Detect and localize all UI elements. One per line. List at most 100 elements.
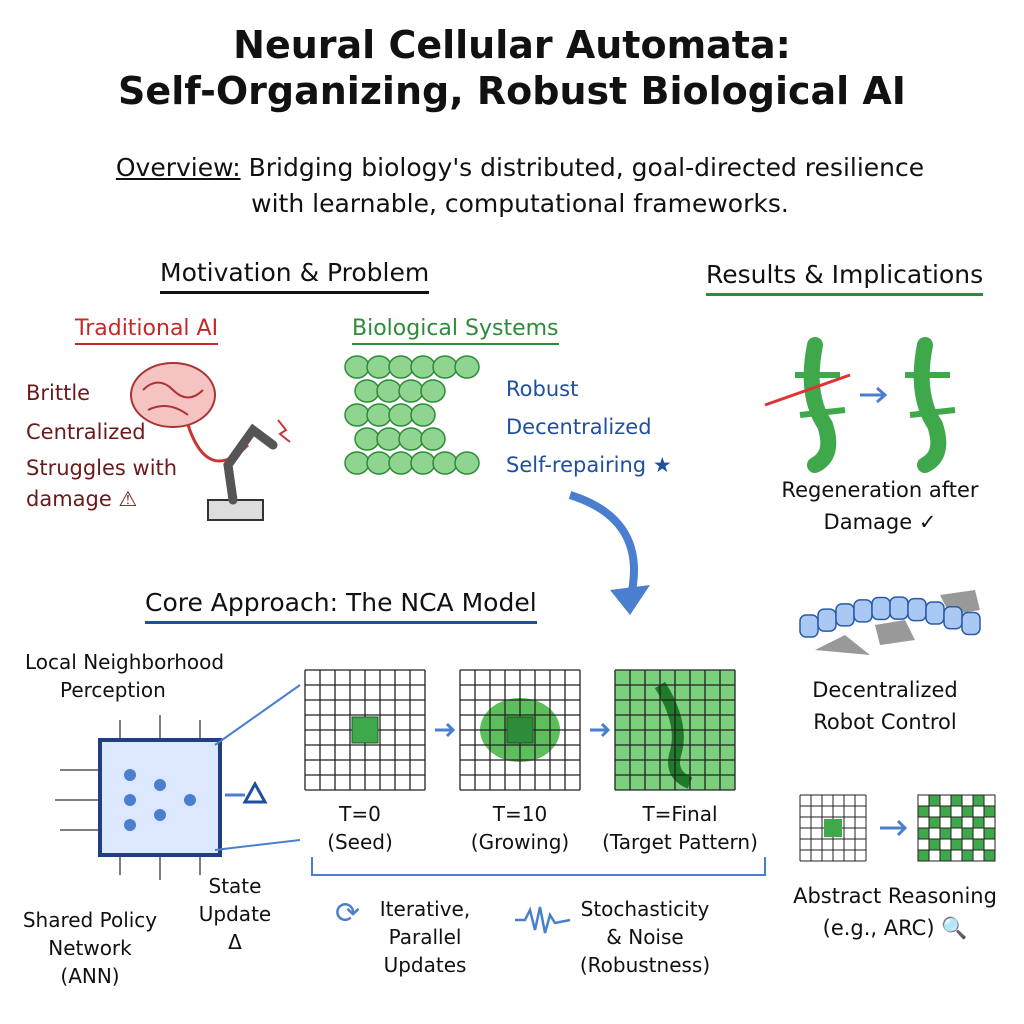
overview: Overview: Bridging biology's distributed… (115, 153, 925, 218)
arc-output-cell (972, 827, 985, 840)
arc-output-cell (928, 838, 941, 851)
robot-segment (889, 596, 909, 620)
arc-output-cell (983, 849, 996, 862)
robot-segment (907, 597, 927, 622)
robot-control-label: Decentralized Robot Control (812, 678, 958, 734)
arc-output-cell (928, 805, 941, 818)
arc-output-cell (972, 805, 985, 818)
overview-label: Overview: (115, 153, 241, 182)
cell (398, 379, 424, 403)
arc-output-cell (928, 816, 941, 829)
arc-output-cell (939, 849, 952, 862)
robot-segment (961, 611, 981, 636)
traditional-ai-list: Brittle Centralized Struggles with damag… (26, 381, 178, 511)
cell (376, 379, 402, 403)
cell (354, 379, 380, 403)
arc-output-cell (939, 794, 952, 807)
cell (398, 427, 424, 451)
arc-output-cell (972, 849, 985, 862)
cell (410, 355, 436, 379)
arc-output-cell (983, 838, 996, 851)
biological-systems-list: Robust Decentralized Self-repairing ★ (506, 377, 672, 477)
cell (366, 355, 392, 379)
step-t10: T=10(Growing) (470, 802, 570, 854)
biological-systems-title: Biological Systems (352, 316, 559, 345)
cell (344, 451, 370, 475)
perception-label: Local Neighborhood Perception (25, 650, 225, 702)
cell (420, 379, 446, 403)
arc-output-cell (917, 838, 930, 851)
arc-output-cell (917, 827, 930, 840)
curved-arrow-icon (568, 491, 650, 615)
robot-segment (871, 596, 891, 621)
arc-output-cell (961, 816, 974, 829)
arc-output-cell (983, 794, 996, 807)
cell (366, 451, 392, 475)
arc-output-cell (972, 816, 985, 829)
step-tfinal: T=Final(Target Pattern) (602, 802, 758, 854)
nca-timeline-grids (304, 669, 736, 791)
arc-output-cell (972, 838, 985, 851)
cell (344, 355, 370, 379)
arc-output-cell (917, 849, 930, 862)
arc-output-cell (950, 816, 963, 829)
arc-output-cell (983, 827, 996, 840)
arc-output-cell (983, 805, 996, 818)
arc-output-cell (950, 794, 963, 807)
cell (432, 355, 458, 379)
iterative-label: Iterative, Parallel Updates (379, 897, 471, 977)
arc-output-cell (928, 794, 941, 807)
robot-segment (925, 601, 945, 625)
page-title: Neural Cellular Automata: Self-Organizin… (118, 23, 906, 113)
step-arrow (435, 722, 456, 738)
cell-cluster-icon (344, 355, 480, 475)
robot-segment (817, 608, 837, 632)
arc-output-cell (950, 849, 963, 862)
cell (432, 451, 458, 475)
stochasticity-label: Stochasticity & Noise (Robustness) (579, 897, 711, 977)
arc-output-cell (939, 805, 952, 818)
arc-output-cell (950, 805, 963, 818)
arc-output-cell (972, 794, 985, 807)
arc-output-cell (950, 827, 963, 840)
cell (420, 427, 446, 451)
rock (815, 635, 870, 655)
arc-output-cell (917, 816, 930, 829)
modular-robot-icon (799, 590, 981, 655)
cell (454, 451, 480, 475)
arc-output-cell (939, 838, 952, 851)
arc-output-cell (961, 805, 974, 818)
cell (354, 427, 380, 451)
bracket (311, 857, 766, 876)
arc-arrow (880, 819, 908, 837)
arc-output-cell (961, 827, 974, 840)
robot-segment (943, 606, 963, 630)
seed-cell (824, 819, 842, 837)
cycle-icon: ⟳ (335, 896, 361, 931)
cell (454, 355, 480, 379)
abstract-reasoning-label: Abstract Reasoning (e.g., ARC) 🔍 (793, 884, 997, 940)
step-t0: T=0(Seed) (327, 802, 393, 854)
cell (376, 427, 402, 451)
noise-wave-icon (515, 906, 571, 934)
arc-output-cell (961, 849, 974, 862)
arc-output-cell (961, 794, 974, 807)
arc-output-cell (950, 838, 963, 851)
cell (388, 355, 414, 379)
policy-network-cell-icon (55, 684, 301, 880)
regenerating-salamander-icon (764, 337, 956, 473)
motivation-heading: Motivation & Problem (160, 258, 430, 294)
arc-output-cell (983, 816, 996, 829)
cell (410, 403, 436, 427)
arc-output-cell (917, 805, 930, 818)
arc-output-cell (928, 849, 941, 862)
arc-output-cell (939, 827, 952, 840)
robot-segment (853, 599, 873, 623)
cell (388, 451, 414, 475)
cell (388, 403, 414, 427)
cell (344, 403, 370, 427)
shared-policy-label: Shared Policy Network (ANN) (22, 908, 158, 988)
cell (366, 403, 392, 427)
regeneration-label: Regeneration after Damage ✓ (781, 478, 979, 534)
step-arrow (590, 722, 611, 738)
